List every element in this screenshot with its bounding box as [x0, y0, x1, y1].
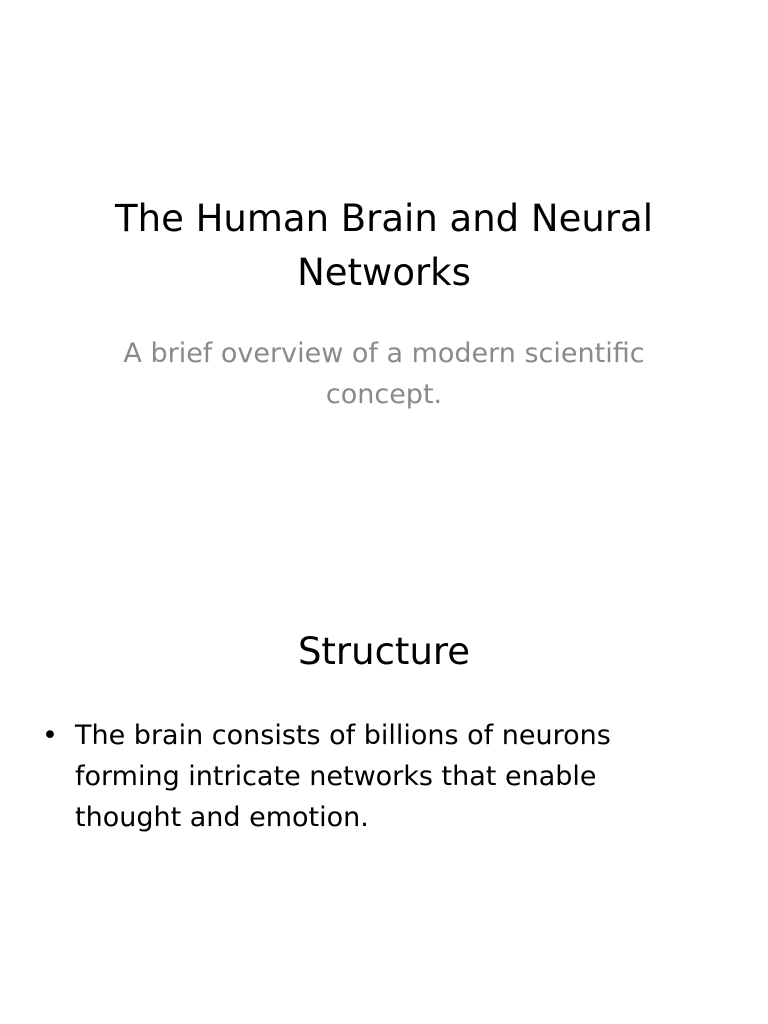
bullet-list: • The brain consists of billions of neur… — [38, 715, 698, 838]
content-slide: Structure • The brain consists of billio… — [0, 512, 768, 1024]
bullet-dot-icon: • — [42, 720, 58, 751]
slide-subtitle: A brief overview of a modern scientific … — [123, 338, 645, 410]
slide-title: The Human Brain and Neural Networks — [115, 197, 653, 294]
bullet-item: • The brain consists of billions of neur… — [38, 715, 698, 838]
slide-title: Structure — [297, 630, 471, 673]
bullet-text: The brain consists of billions of neuron… — [75, 720, 611, 833]
title-slide: The Human Brain and Neural Networks A br… — [115, 197, 653, 410]
